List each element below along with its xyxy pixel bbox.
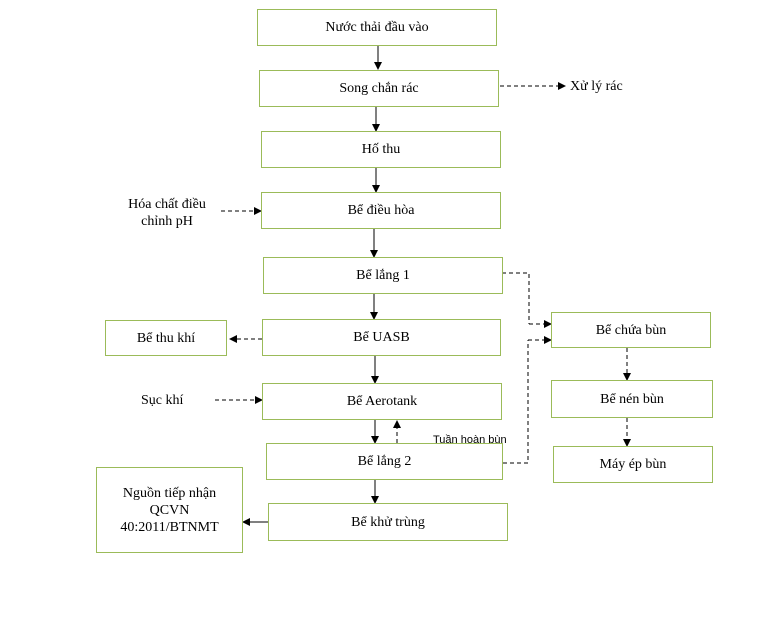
node-equalization: Bể điều hòa (261, 192, 501, 229)
label-aeration: Sục khí (141, 393, 184, 408)
node-settling1: Bể lắng 1 (263, 257, 503, 294)
node-settling2: Bể lắng 2 (266, 443, 503, 480)
label-sludge-recirculation: Tuần hoàn bùn (433, 434, 507, 446)
label-chemicals: Hóa chất điều chỉnh pH (128, 197, 206, 229)
node-sludge-tank: Bể chứa bùn (551, 312, 711, 348)
node-sludge-press: Máy ép bùn (553, 446, 713, 483)
line-settling2-to-sludge-tank (503, 340, 529, 464)
node-sump: Hố thu (261, 131, 501, 168)
label-waste-treatment: Xử lý rác (570, 79, 623, 94)
node-sludge-thickener: Bể nén bùn (551, 380, 713, 418)
node-receiving: Nguồn tiếp nhận QCVN 40:2011/BTNMT (96, 467, 243, 553)
node-screen: Song chắn rác (259, 70, 499, 107)
node-disinfection: Bể khử trùng (268, 503, 508, 541)
node-uasb: Bể UASB (262, 319, 501, 356)
node-aerotank: Bể Aerotank (262, 383, 502, 420)
line-settling1-to-sludge-tank (502, 272, 530, 324)
node-gas-tank: Bể thu khí (105, 320, 227, 356)
node-input: Nước thải đầu vào (257, 9, 497, 46)
